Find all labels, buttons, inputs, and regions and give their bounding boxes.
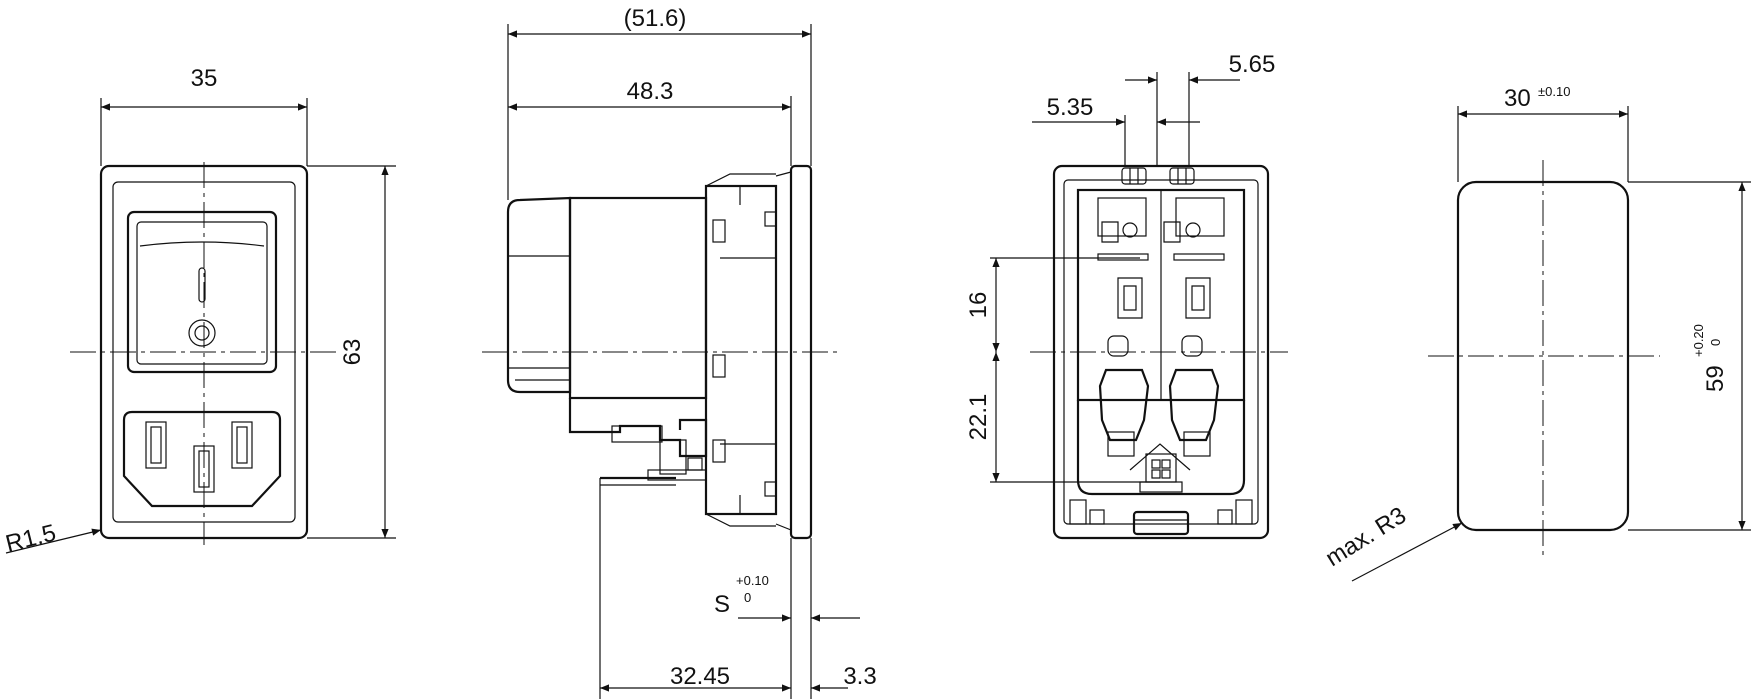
panel-thickness-tolerance-upper: +0.10: [736, 573, 769, 588]
rocker-switch-paddle: [136, 221, 268, 365]
front-radius-label: R1.5: [3, 519, 59, 557]
cutout-height-tolerance-lower: 0: [1708, 339, 1723, 346]
cutout-width-tolerance: ±0.10: [1538, 84, 1570, 99]
cutout-height-tolerance-upper: +0.20: [1691, 324, 1706, 357]
panel-cutout: 30 ±0.10 59 +0.20 0 max. R3: [1321, 84, 1751, 582]
rear-upper-height-label: 16: [965, 292, 992, 319]
side-view-rear-body: [506, 196, 572, 394]
front-width-label: 35: [191, 65, 218, 92]
side-view-main-body: [568, 196, 708, 400]
cutout-height-label: 59: [1702, 365, 1729, 392]
rear-right-offset-label: 5.65: [1229, 51, 1276, 78]
panel-thickness-tolerance-lower: 0: [744, 590, 751, 605]
rear-contact-left-lower: [1098, 368, 1150, 442]
cutout-corner-radius-label: max. R3: [1321, 502, 1411, 572]
inlet-pin-left: [145, 421, 167, 469]
rear-view: 5.35 5.65 16 22.1: [965, 51, 1288, 540]
side-view-front-frame: [704, 184, 778, 516]
switch-on-symbol: [198, 267, 206, 303]
iec-inlet: [122, 410, 282, 508]
rear-contact-right-upper: [1175, 197, 1225, 237]
rear-left-offset-label: 5.35: [1047, 94, 1094, 121]
rear-bottom-tab: [1132, 510, 1190, 536]
front-view: 35 63 R1.5: [3, 65, 396, 558]
front-height-label: 63: [339, 339, 366, 366]
side-overall-depth-label: (51.6): [624, 5, 687, 32]
panel-thickness-symbol: S: [714, 591, 730, 618]
side-flange-label: 3.3: [843, 663, 876, 690]
rear-contact-right-lower: [1168, 368, 1220, 442]
inlet-pin-right: [231, 421, 253, 469]
rear-earth-terminal: [1145, 453, 1177, 483]
rear-lower-height-label: 22.1: [965, 394, 992, 441]
cutout-width-label: 30: [1504, 85, 1531, 112]
side-terminal-length-label: 32.45: [670, 663, 730, 690]
rear-contact-left-upper: [1097, 197, 1147, 237]
switch-off-symbol: [188, 319, 216, 347]
side-view: (51.6) 48.3 S +0.10 0 32.45 3.3: [482, 5, 877, 699]
rocker-switch-frame: [126, 210, 278, 374]
side-body-depth-label: 48.3: [627, 78, 674, 105]
